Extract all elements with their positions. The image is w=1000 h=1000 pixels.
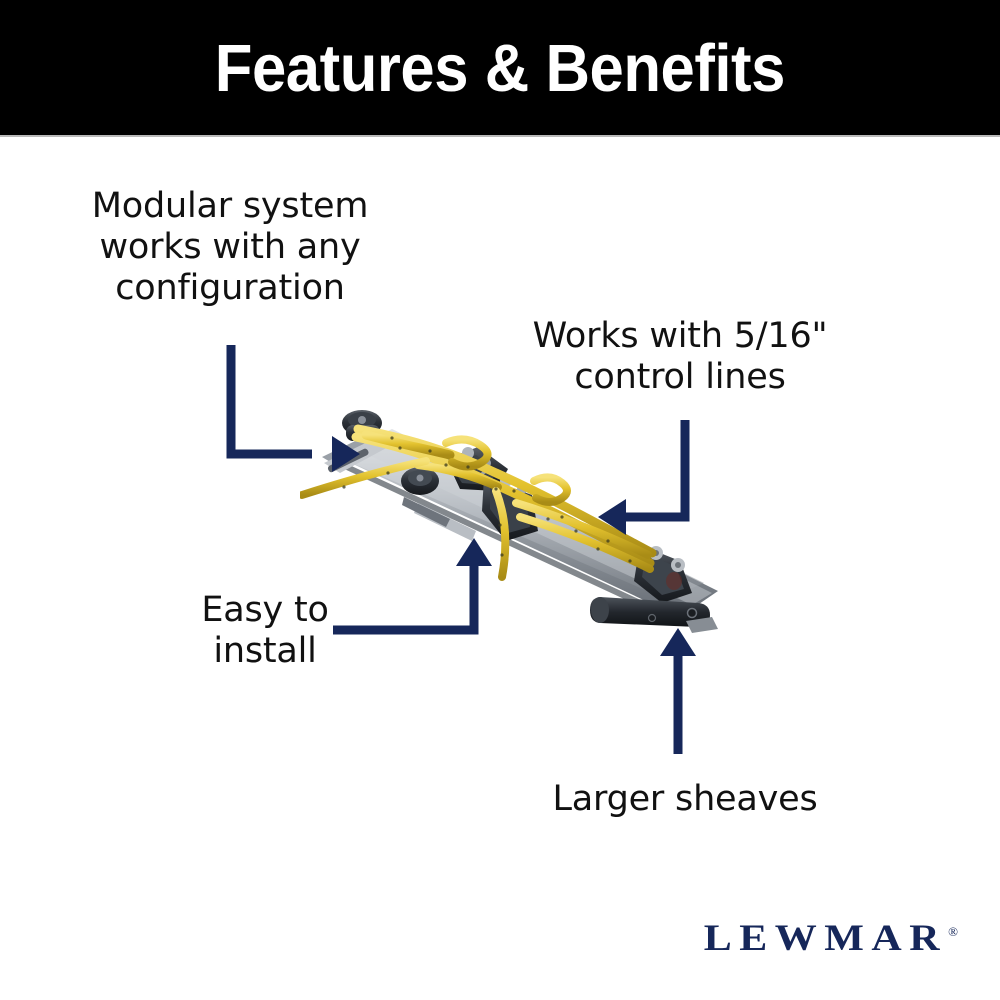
arrow-line-control-lines [618,420,690,522]
arrow-line-easy-install [333,560,479,635]
callout-label-larger-sheaves: Larger sheaves [552,779,818,819]
header-band: Features & Benefits [0,0,1000,135]
lewmar-wordmark: LEWMAR [703,918,948,959]
lewmar-logo: LEWMAR ® [700,920,958,966]
arrow-head-easy-install [456,538,492,566]
arrow-head-modular [332,436,360,472]
arrow-line-modular [226,345,312,459]
page-title: Features & Benefits [214,31,786,106]
arrow-head-larger-sheaves [660,628,696,656]
callout-label-modular-system: Modular system works with any configurat… [91,186,369,308]
callout-label-easy-install: Easy to install [201,590,329,671]
arrow-head-control-lines [598,499,626,535]
product-rope-flecks [342,436,632,563]
product-right-sheave-assembly [590,545,718,633]
callout-label-control-lines: Works with 5/16" control lines [532,316,828,397]
registered-trademark-icon: ® [948,924,958,939]
header-divider [0,135,1000,137]
